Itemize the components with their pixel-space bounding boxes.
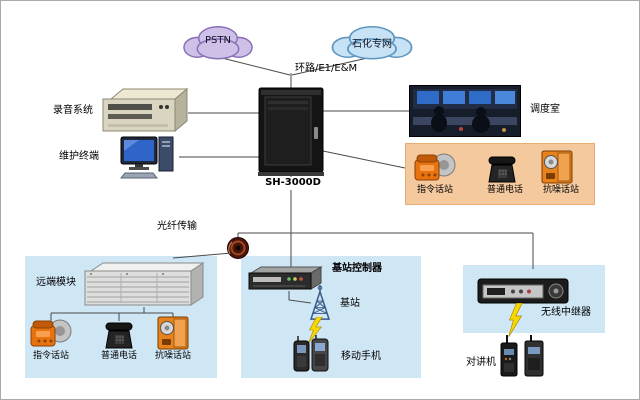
recording-server-icon [101,87,189,135]
mobile-phone-label: 移动手机 [341,351,381,362]
lightning-icon [307,317,323,343]
command-phone-icon [29,317,73,349]
dispatch-noise-station-label: 抗噪话站 [542,185,579,195]
dispatch-command-station-label: 指令话站 [416,185,453,195]
lightning-icon [507,303,523,337]
pstn-label: PSTN [205,35,231,46]
dispatch-room-image [409,85,521,137]
base-station-label: 基站 [340,298,360,309]
intercom-label: 对讲机 [466,357,496,368]
remote-ordinary-phone-label: 普通电话 [100,351,137,361]
base-station-antenna-icon [307,285,333,321]
dispatch-room-label: 调度室 [530,104,560,115]
mobile-phones-icon [291,335,331,375]
ordinary-telephone-icon [104,319,134,349]
cloud-icon [331,26,413,60]
remote-module-label: 远端模块 [36,277,76,288]
remote-noise-station-label: 抗噪话站 [154,351,191,361]
ordinary-telephone-icon [487,153,517,183]
switch-cabinet-icon [258,87,324,177]
noise-proof-station-icon [541,149,573,185]
command-phone-icon [413,151,457,183]
recording-system-label: 录音系统 [53,105,93,116]
fiber-coil-icon [226,236,250,260]
maintenance-terminal-icon [119,133,177,179]
wireless-repeater-icon [477,277,569,305]
remote-command-station-label: 指令话站 [32,351,69,361]
maintenance-terminal-label: 维护终端 [59,151,99,162]
noise-proof-station-icon [157,315,189,351]
petro-network-cloud: 石化专网 [329,23,415,61]
wireless-relay-label: 无线中继器 [541,307,591,318]
base-controller-label: 基站控制器 [332,263,382,274]
walkie-talkies-icon [497,335,549,379]
dispatch-ordinary-phone-label: 普通电话 [486,185,523,195]
base-station-controller-icon [247,265,323,291]
cloud-icon [183,26,253,60]
remote-module-rack-icon [83,261,205,307]
fiber-transmission-label: 光纤传输 [157,221,197,232]
cabinet-label: SH-3000D [253,177,333,190]
pstn-cloud: PSTN [181,23,255,61]
petro-network-label: 石化专网 [352,39,392,50]
trunk-label: 环路/E1/E&M [295,63,358,74]
